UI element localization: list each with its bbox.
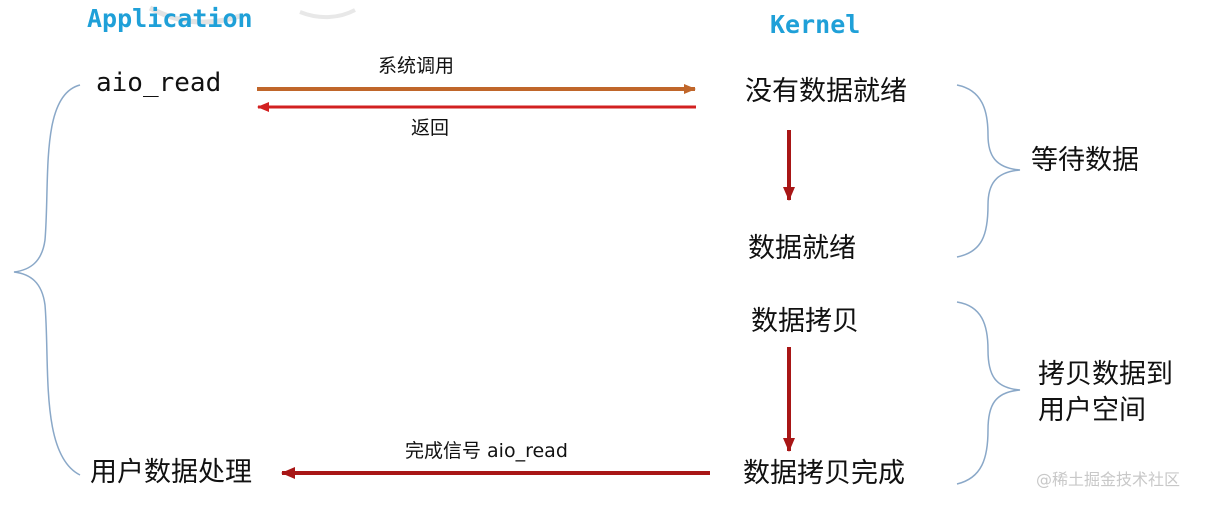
faint-mark xyxy=(299,8,356,19)
phase-wait-data: 等待数据 xyxy=(1031,145,1139,176)
signal-label: 完成信号 aio_read xyxy=(405,440,568,462)
kernel-copy-done: 数据拷贝完成 xyxy=(743,458,905,489)
kernel-data-ready: 数据就绪 xyxy=(748,233,856,264)
phase-copy-line2: 用户空间 xyxy=(1038,395,1146,426)
aio-read-call: aio_read xyxy=(96,68,222,98)
kernel-copy-data: 数据拷贝 xyxy=(751,306,859,337)
application-brace xyxy=(13,84,81,476)
faint-mark xyxy=(148,5,241,25)
return-label: 返回 xyxy=(411,117,450,139)
user-data-handle: 用户数据处理 xyxy=(90,457,252,488)
wait-data-brace xyxy=(956,84,1021,258)
watermark: @稀土掘金技术社区 xyxy=(1036,470,1181,489)
application-heading: Application xyxy=(87,4,253,33)
syscall-label: 系统调用 xyxy=(378,55,455,77)
phase-copy-line1: 拷贝数据到 xyxy=(1038,359,1173,390)
copy-data-brace xyxy=(956,301,1021,485)
kernel-no-data: 没有数据就绪 xyxy=(745,76,907,107)
kernel-heading: Kernel xyxy=(770,10,861,39)
